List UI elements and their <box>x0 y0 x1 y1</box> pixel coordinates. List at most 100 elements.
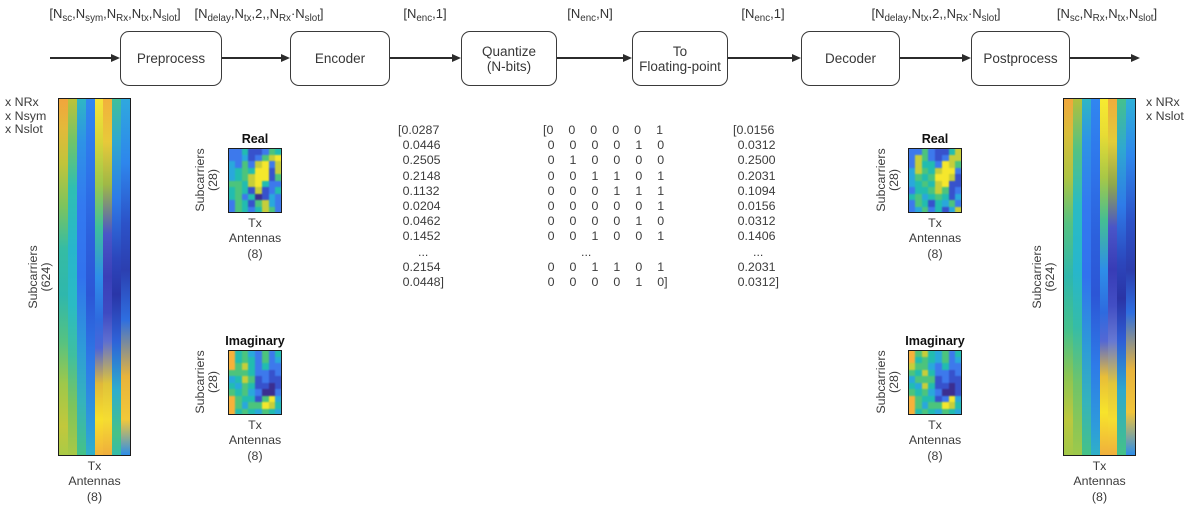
heatmap-cell <box>921 382 929 389</box>
heatmap-cell <box>234 376 242 383</box>
heatmap-cell <box>914 363 922 370</box>
value-line: 0.0156 <box>737 199 776 214</box>
heatmap-cell <box>261 376 269 383</box>
heatmap-cell <box>948 389 956 396</box>
dim-label-segment: ,N <box>72 6 86 21</box>
heatmap-cell <box>928 369 935 376</box>
value-line: 0.2505 <box>402 153 441 168</box>
heatmap-cell <box>955 161 961 168</box>
dim-label-segment: ·N <box>290 6 305 21</box>
heatmap-cell <box>935 200 942 207</box>
dim-label-segment: slot <box>981 13 997 25</box>
heatmap-cell <box>935 382 942 389</box>
left-imaginary-title: Imaginary <box>225 334 285 348</box>
heatmap-column <box>1064 99 1073 455</box>
heatmap-cell <box>909 389 915 396</box>
heatmap-cell <box>261 369 269 376</box>
heatmap-cell <box>914 193 922 200</box>
heatmap-cell <box>229 351 235 357</box>
heatmap-cell <box>275 180 281 187</box>
heatmap-cell <box>241 154 249 161</box>
dim-label-segment: ,N <box>1104 6 1118 21</box>
dim-label-segment: ] <box>177 6 181 21</box>
heatmap-cell <box>935 395 942 402</box>
heatmap-cell <box>261 154 269 161</box>
heatmap-cell <box>241 402 249 409</box>
right-heatmap-ylabel: Subcarriers (624) <box>1030 245 1057 309</box>
heatmap-cell <box>241 187 249 194</box>
heatmap-cell <box>234 149 242 155</box>
heatmap-cell <box>248 187 255 194</box>
heatmap-cell <box>914 187 922 194</box>
heatmap-cell <box>921 174 929 181</box>
heatmap-cell <box>248 395 255 402</box>
heatmap-cell <box>921 351 929 357</box>
heatmap-cell <box>275 382 281 389</box>
heatmap-output-csi <box>1063 98 1136 456</box>
heatmap-cell <box>935 376 942 383</box>
heatmap-cell <box>229 206 235 212</box>
heatmap-cell <box>941 382 949 389</box>
heatmap-cell <box>948 363 956 370</box>
heatmap-cell <box>909 351 915 357</box>
heatmap-cell <box>261 167 269 174</box>
heatmap-cell <box>268 167 276 174</box>
heatmap-cell <box>935 363 942 370</box>
heatmap-cell <box>928 187 935 194</box>
heatmap-cell <box>914 376 922 383</box>
value-line: 0.2031 <box>737 259 776 274</box>
dim-label-segment: ] <box>1153 6 1158 21</box>
heatmap-cell <box>255 356 262 363</box>
heatmap-cell <box>255 382 262 389</box>
right-heatmap-extra-dims-label: x NRx x Nslot <box>1146 95 1184 123</box>
heatmap-cell <box>241 193 249 200</box>
heatmap-cell <box>941 369 949 376</box>
heatmap-cell <box>255 193 262 200</box>
heatmap-cell <box>941 180 949 187</box>
heatmap-column <box>1108 99 1118 455</box>
heatmap-cell <box>234 167 242 174</box>
heatmap-cell <box>909 200 915 207</box>
heatmap-cell <box>248 402 255 409</box>
heatmap-cell <box>948 408 956 414</box>
heatmap-cell <box>275 161 281 168</box>
heatmap-cell <box>275 402 281 409</box>
left-imaginary-ylabel: Subcarriers (28) <box>193 350 220 414</box>
heatmap-cell <box>255 154 262 161</box>
heatmap-cell <box>275 376 281 383</box>
heatmap-cell <box>229 161 235 168</box>
heatmap-cell <box>928 149 935 155</box>
heatmap-cell <box>234 187 242 194</box>
heatmap-cell <box>955 376 961 383</box>
value-line: [0.0156 <box>733 123 775 137</box>
heatmap-cell <box>914 351 922 357</box>
dim-label-segment: [N <box>567 6 581 21</box>
dim-label-segment: ,2,,N <box>928 6 956 21</box>
value-line: 0 0 0 0 0 1 <box>547 199 665 214</box>
heatmap-cell <box>928 402 935 409</box>
heatmap-cell <box>229 369 235 376</box>
heatmap-cell <box>935 180 942 187</box>
right-imaginary-xlabel: Tx Antennas (8) <box>908 418 962 463</box>
heatmap-cell <box>909 382 915 389</box>
dim-label-preprocessed: [Ndelay,Ntx,2,,NRx·Nslot] <box>184 6 334 24</box>
heatmap-cell <box>234 180 242 187</box>
flow-box-decoder: Decoder <box>801 31 900 86</box>
heatmap-cell <box>248 206 255 212</box>
heatmap-cell <box>229 187 235 194</box>
heatmap-cell <box>261 408 269 414</box>
heatmap-cell <box>268 180 276 187</box>
heatmap-cell <box>261 174 269 181</box>
flow-box-to-floating-point-label: To Floating-point <box>639 43 721 74</box>
heatmap-cell <box>909 376 915 383</box>
value-line: 0.0312 <box>737 214 776 229</box>
heatmap-cell <box>941 395 949 402</box>
heatmap-cell <box>955 356 961 363</box>
heatmap-cell <box>928 161 935 168</box>
dim-label-segment: ·N <box>967 6 982 21</box>
heatmap-cell <box>928 376 935 383</box>
heatmap-decoded-imaginary <box>908 350 962 415</box>
dim-label-encoded: [Nenc,1] <box>385 6 465 24</box>
heatmap-cell <box>268 395 276 402</box>
